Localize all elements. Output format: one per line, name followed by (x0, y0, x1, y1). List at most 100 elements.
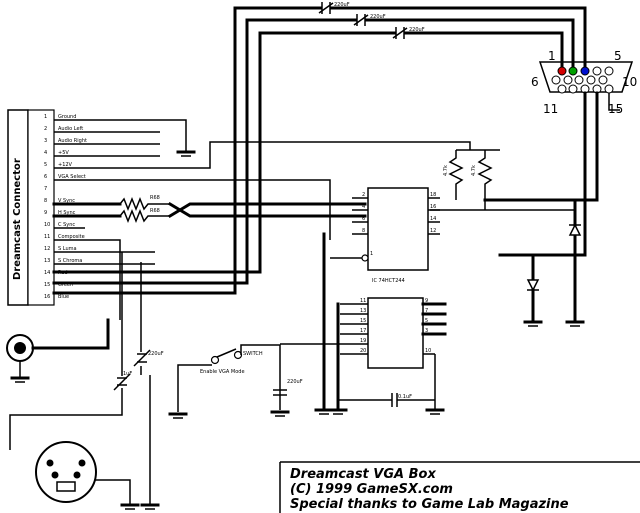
svg-text:4: 4 (44, 150, 47, 156)
pin-composite: Composite (58, 234, 85, 240)
svg-text:18: 18 (430, 192, 436, 198)
vga-misc-wire (608, 93, 620, 111)
svg-text:6: 6 (44, 174, 47, 180)
svg-text:1: 1 (370, 251, 373, 257)
cap-blue-label: 220uF (409, 27, 425, 33)
svg-text:7: 7 (44, 186, 47, 192)
pin-blue: Blue (58, 294, 69, 300)
svg-text:12: 12 (44, 246, 50, 252)
dreamcast-connector-label: Dreamcast Connector (12, 158, 23, 280)
svg-text:1: 1 (44, 114, 47, 120)
pin-audio-left: Audio Left (58, 126, 83, 132)
svg-text:19: 19 (360, 338, 366, 344)
pin-5v: +5V (58, 150, 69, 156)
svg-text:5: 5 (44, 162, 47, 168)
capacitor-svideo-1 (133, 349, 151, 367)
ic-74hct244-top (330, 187, 440, 271)
svg-text:14: 14 (430, 216, 436, 222)
vga-pin-1: 1 (548, 49, 556, 63)
svg-text:13: 13 (44, 258, 50, 264)
diode-left (523, 253, 543, 327)
ground-bus (280, 232, 445, 415)
resistor-vsync (119, 196, 170, 212)
vga-mode-switch (168, 344, 281, 419)
resistor-pullup-2-label: 4.7k (471, 165, 477, 176)
svg-text:8: 8 (44, 198, 47, 204)
pin-vga-select: VGA Select (58, 174, 86, 180)
title-block (279, 461, 640, 513)
vga-ground-wire (498, 91, 587, 257)
pin-s-luma: S Luma (58, 246, 77, 252)
vga-hsync-wire (483, 91, 599, 202)
svg-text:11: 11 (44, 234, 50, 240)
capacitor-bypass (338, 393, 435, 407)
ic-74hct244-bottom (340, 297, 447, 369)
diode-right (565, 198, 585, 327)
resistor-pullup-1 (448, 150, 464, 200)
vga-pin-11: 11 (543, 102, 558, 116)
ic-label: IC 74HCT244 (372, 278, 405, 284)
hsync-cross-wire (167, 202, 367, 219)
svg-text:16: 16 (44, 294, 50, 300)
capacitor-bypass-label: 0.1uF (398, 394, 412, 400)
capacitor-switch (270, 389, 290, 417)
pin-vsync: V Sync (58, 198, 75, 204)
vsync-cross-wire (167, 201, 367, 218)
svg-text:3: 3 (425, 328, 428, 334)
capacitor-green (353, 14, 369, 26)
resistor-hsync-label: R68 (150, 208, 160, 214)
svg-text:11: 11 (360, 298, 366, 304)
title-line-1: Dreamcast VGA Box (290, 467, 436, 482)
resistor-pullup-2 (477, 150, 493, 210)
svg-text:10: 10 (425, 348, 431, 354)
pin-s-chroma: S Chroma (58, 258, 82, 264)
svg-text:14: 14 (44, 270, 50, 276)
vga-connector (538, 61, 634, 94)
cap-red-label: 220uF (334, 2, 350, 8)
vga-pin-10: 10 (622, 75, 637, 89)
svg-text:5: 5 (425, 318, 428, 324)
switch-label: SWITCH (243, 351, 263, 357)
pin-12v: +12V (58, 162, 73, 168)
svg-text:15: 15 (360, 318, 366, 324)
pin-audio-right: Audio Right (58, 138, 87, 144)
resistor-vsync-label: R68 (150, 195, 160, 201)
svg-text:17: 17 (360, 328, 366, 334)
svg-text:10: 10 (44, 222, 50, 228)
svg-text:2: 2 (44, 126, 47, 132)
svg-text:6: 6 (362, 216, 365, 222)
rca-composite-jack (6, 318, 110, 383)
resistor-pullup-1-label: 4.7k (443, 165, 449, 176)
capacitor-blue (392, 27, 408, 39)
title-line-3: Special thanks to Game Lab Magazine (290, 497, 569, 512)
capacitor-svideo-2 (113, 373, 131, 391)
svg-text:4: 4 (362, 204, 365, 210)
capacitor-switch-label: 220uF (287, 379, 303, 385)
svg-text:16: 16 (430, 204, 436, 210)
resistor-hsync (119, 208, 170, 224)
connector-wires (52, 119, 471, 320)
svg-text:8: 8 (362, 228, 365, 234)
title-line-2: (C) 1999 GameSX.com (290, 482, 453, 497)
svg-text:12: 12 (430, 228, 436, 234)
svg-text:9: 9 (44, 210, 47, 216)
pin-ground: Ground (58, 114, 76, 120)
pin-hsync: H Sync (58, 210, 76, 216)
cap-green-label: 220uF (370, 14, 386, 20)
vga-pin-15: 15 (608, 102, 623, 116)
switch-note: Enable VGA Mode (200, 369, 245, 375)
rgb-bus-wires (233, 6, 587, 285)
pin-green: Green (58, 282, 73, 288)
pin-csync: C Sync (58, 222, 75, 228)
svg-text:13: 13 (360, 308, 366, 314)
capacitor-red (318, 2, 334, 14)
cap-svideo-1-label: 220uF (148, 351, 164, 357)
vga-pin-6: 6 (531, 75, 539, 89)
dreamcast-connector (7, 109, 55, 306)
s-video-connector (35, 441, 97, 503)
vga-pin-5: 5 (614, 49, 622, 63)
svg-text:20: 20 (360, 348, 366, 354)
svg-text:15: 15 (44, 282, 50, 288)
ground-symbol-1 (176, 150, 196, 157)
